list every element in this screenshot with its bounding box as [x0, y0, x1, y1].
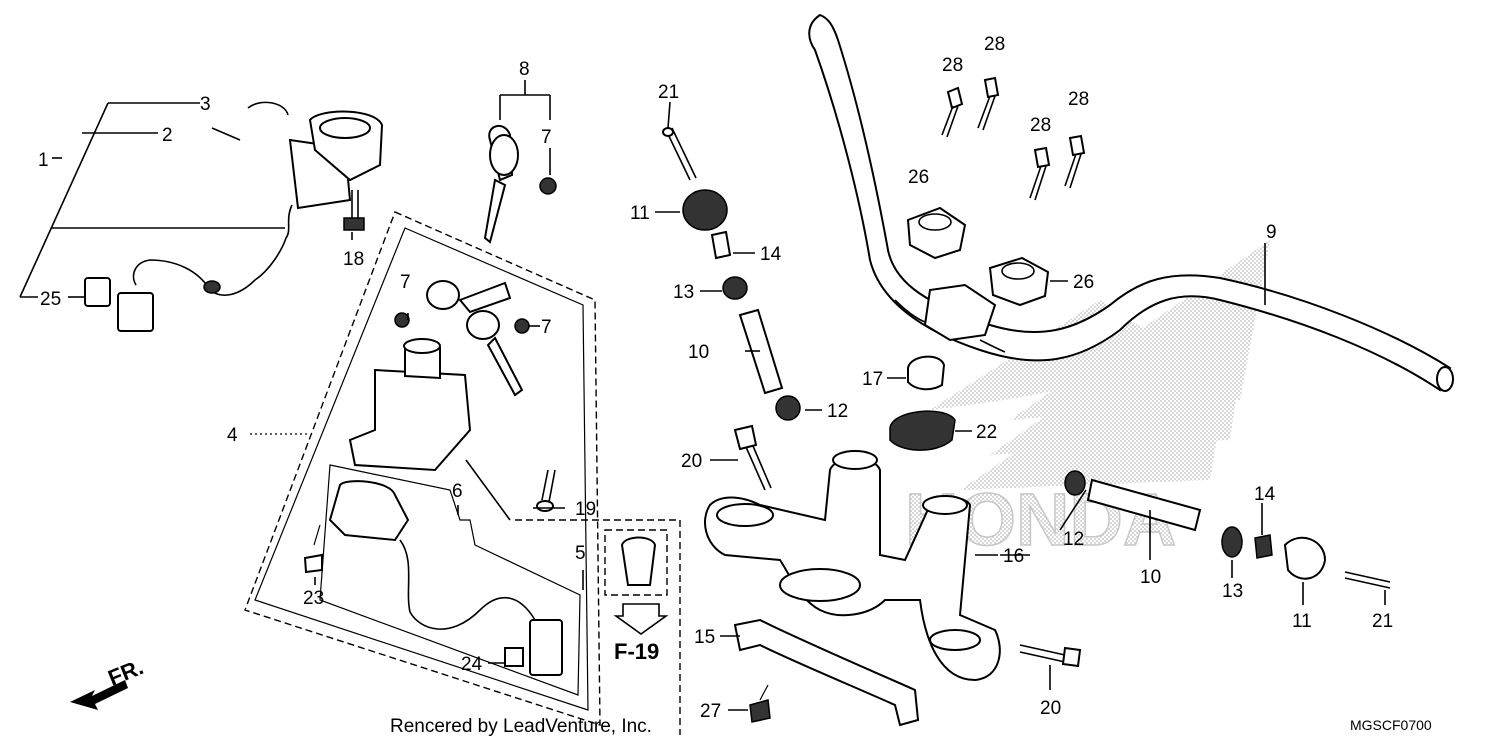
callout-16: 16: [1003, 546, 1024, 567]
callout-28-d: 28: [1068, 89, 1089, 110]
screw-19: [536, 469, 556, 512]
callout-9: 9: [1266, 222, 1277, 243]
credit-text: Rencered by LeadVenture, Inc.: [390, 716, 652, 737]
callout-5: 5: [575, 543, 586, 564]
callout-20-left: 20: [681, 451, 702, 472]
callout-12-right: 12: [1063, 529, 1084, 550]
bolt-28-set: [941, 76, 1086, 201]
front-direction-label: FR.: [105, 654, 147, 690]
callout-14-right: 14: [1254, 484, 1276, 505]
callout-10-right: 10: [1140, 567, 1161, 588]
callout-6: 6: [452, 481, 463, 502]
screw-18: [343, 190, 365, 231]
top-bridge: [704, 450, 1001, 682]
callout-numbers: 1 2 3 4 5 6 7 7 7 8 9 10 10 11 11 12 12 …: [38, 34, 1393, 722]
callout-18: 18: [343, 249, 364, 270]
callout-2: 2: [162, 125, 173, 146]
lock-kit-boundary: [319, 464, 581, 696]
ignition-kit-boundary: [244, 211, 601, 726]
switch-assembly-1: [84, 110, 384, 332]
callout-8: 8: [519, 59, 530, 80]
ignition-switch: [348, 338, 472, 472]
callout-13-right: 13: [1222, 581, 1243, 602]
callout-28-c: 28: [1030, 115, 1051, 136]
callout-22: 22: [976, 422, 997, 443]
callout-25: 25: [40, 289, 61, 310]
callout-19: 19: [575, 499, 596, 520]
reference-f19-label: F-19: [614, 639, 659, 664]
callout-15: 15: [694, 627, 715, 648]
callout-20-right: 20: [1040, 698, 1061, 719]
screw-23: [303, 524, 323, 574]
upper-holder-26b: [988, 256, 1050, 307]
callout-7-top: 7: [541, 127, 552, 148]
bracket-15: [733, 618, 920, 727]
upper-holder-26a: [906, 206, 967, 260]
callout-23: 23: [303, 588, 324, 609]
seat-lock: [328, 480, 563, 676]
pin-2: [211, 127, 241, 141]
screw-27: [749, 684, 771, 723]
callout-13-left: 13: [673, 282, 694, 303]
callout-28-a: 28: [942, 55, 963, 76]
callout-21-right: 21: [1372, 611, 1393, 632]
lower-holder: [923, 283, 997, 342]
callout-11-right: 11: [1292, 611, 1312, 632]
callout-12-left: 12: [827, 401, 848, 422]
bar-end-assembly-right: [1064, 470, 1391, 589]
callout-24: 24: [461, 654, 483, 675]
callout-17: 17: [862, 369, 883, 390]
callout-1: 1: [38, 150, 49, 171]
leader-lines: [19, 80, 1386, 711]
key-set-kit: [426, 280, 524, 397]
callout-3: 3: [200, 94, 211, 115]
key-8: [483, 125, 519, 244]
bolt-20-left: [733, 424, 772, 491]
reference-box-f19: [515, 519, 681, 735]
callout-11-left: 11: [630, 203, 650, 224]
callout-7-kit-left: 7: [400, 272, 411, 293]
handlebar: [808, 13, 1454, 392]
front-direction-arrow: [70, 680, 128, 710]
nut-22: [889, 410, 956, 451]
cap-17: [907, 355, 946, 391]
callout-27: 27: [700, 701, 721, 722]
spring-clip-3: [247, 101, 289, 116]
callout-26-right: 26: [1073, 272, 1094, 293]
callout-4: 4: [227, 425, 238, 446]
bar-end-assembly-left: [662, 127, 801, 421]
bolt-20-right: [1019, 644, 1082, 668]
callout-14-left: 14: [760, 244, 782, 265]
callout-28-b: 28: [984, 34, 1005, 55]
callout-21-left: 21: [658, 82, 679, 103]
nut-7-kit-left: [394, 312, 410, 328]
callout-7-kit-right: 7: [541, 317, 552, 338]
nut-7-kit-right: [514, 318, 530, 334]
callout-26-top: 26: [908, 167, 929, 188]
diagram-code: MGSCF0700: [1350, 717, 1432, 733]
callout-10-left: 10: [688, 342, 709, 363]
nut-7-top: [539, 177, 557, 195]
